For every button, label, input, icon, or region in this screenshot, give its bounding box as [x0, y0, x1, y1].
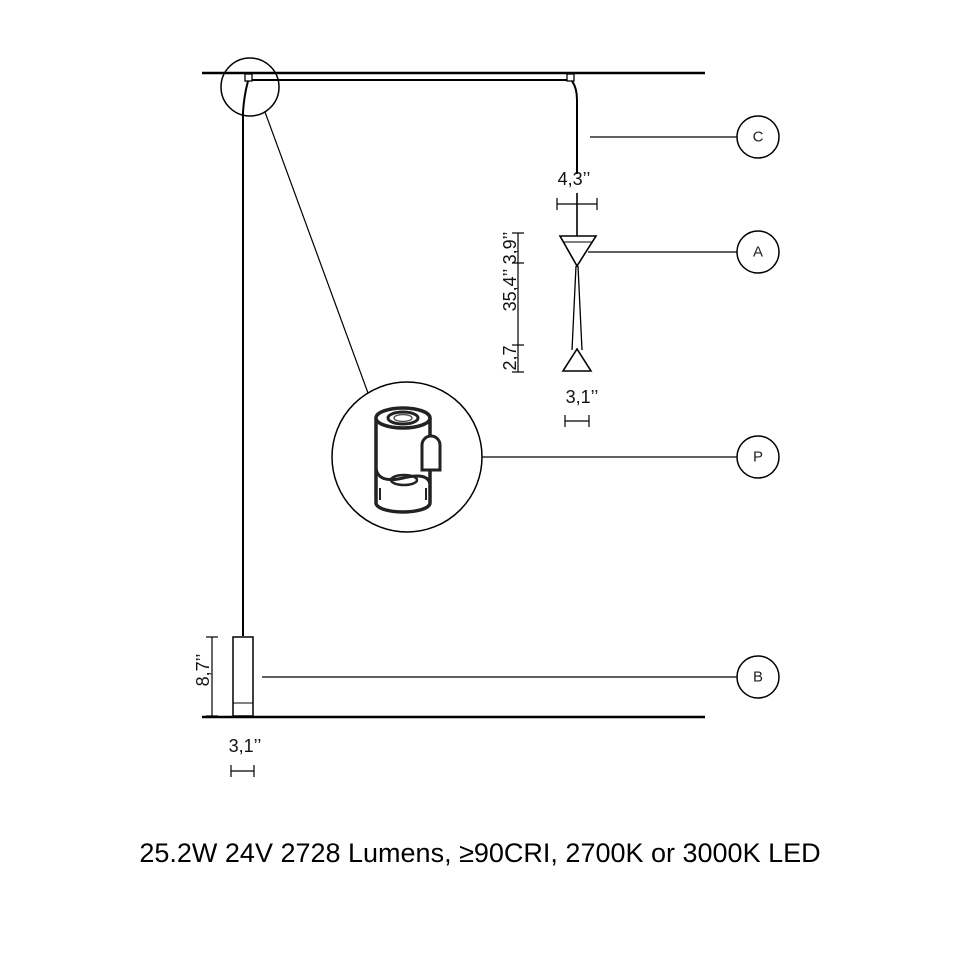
callout-p-label: P: [753, 449, 763, 466]
fixture-a-cable-left: [571, 265, 577, 351]
connector-detail: [331, 381, 483, 533]
connector-top-hole: [386, 410, 420, 426]
dim-b-width-label: 3,1’’: [229, 736, 262, 756]
connector-detail-circle: [331, 381, 483, 533]
callout-b-label: B: [753, 669, 763, 686]
callout-p-circle: [736, 435, 780, 479]
dim-b-height-label: 8,7’’: [193, 654, 213, 687]
connector-top-hole-inner: [393, 413, 413, 423]
connector-lower-edges: [379, 488, 427, 500]
connector-top-rim: [374, 406, 432, 430]
callout-a-label: A: [753, 244, 763, 261]
dim-bottom-cone-label: 2,7: [500, 345, 520, 370]
rail-connector-left: [244, 73, 253, 82]
callout-a-circle: [736, 230, 780, 274]
rail-connector-right: [566, 73, 575, 82]
connector-body-outline: [374, 418, 432, 514]
connector-lower-hole: [389, 473, 419, 487]
connector-lower-cut: [374, 467, 432, 485]
fixture-b-body: [232, 636, 254, 717]
detail-highlight-circle: [220, 57, 280, 117]
left-vertical-rod: [242, 80, 249, 636]
fixture-a-bottom-cone: [561, 347, 593, 372]
dim-total-height-label: 35,4’’: [500, 269, 520, 312]
connector-side-slot: [420, 434, 442, 472]
spec-caption: 25.2W 24V 2728 Lumens, ≥90CRI, 2700K or …: [139, 838, 821, 868]
fixture-a-top-cone: [558, 235, 598, 268]
dim-a-height-label: 3,9’’: [500, 232, 520, 265]
dim-c-drop-label: 4,3’’: [558, 169, 591, 189]
detail-leader-line: [264, 111, 369, 394]
dim-a-width-label: 3,1’’: [566, 387, 599, 407]
callout-c-label: C: [753, 129, 764, 146]
fixture-a-cable-right: [577, 265, 583, 351]
callout-c-circle: [736, 115, 780, 159]
callout-b-circle: [736, 655, 780, 699]
right-drop-rod: [571, 80, 578, 174]
